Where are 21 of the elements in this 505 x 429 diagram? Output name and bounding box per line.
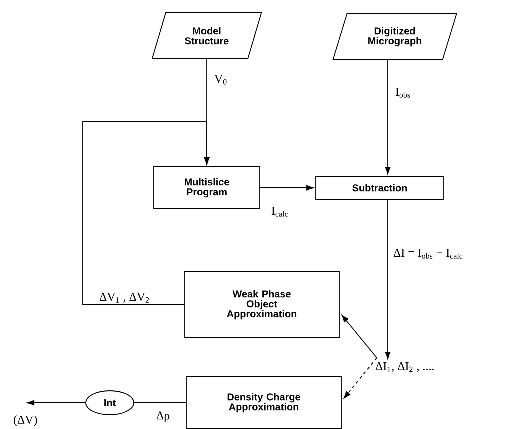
edge-label: V$_{0}$ xyxy=(214,75,227,85)
arrow xyxy=(27,400,86,406)
process-box: Subtraction xyxy=(316,176,444,200)
edge-label: I$_{obs}$ xyxy=(396,88,410,98)
process-box: Density Charge Approximation xyxy=(186,376,342,429)
signal-label: ΔI$_{1}$, ΔI$_{2}$ , .... xyxy=(376,362,434,372)
arrow xyxy=(82,122,210,306)
arrow xyxy=(385,200,391,360)
edge-label: (ΔV) xyxy=(14,416,38,426)
edge-label: ΔI = I$_{obs}$ − I$_{calc}$ xyxy=(394,249,463,259)
process-box: Multislice Program xyxy=(154,166,260,210)
arrow xyxy=(342,315,378,358)
edge-label: ΔV$_{1}$ , ΔV$_{2}$ xyxy=(100,293,150,303)
input-parallelogram: Digitized Micrograph xyxy=(332,14,458,60)
arrow xyxy=(260,185,314,191)
arrow xyxy=(344,358,378,399)
edge-label: I$_{calc}$ xyxy=(272,207,288,217)
process-box: Weak Phase Object Approximation xyxy=(184,272,340,338)
arrow xyxy=(385,60,391,174)
input-parallelogram: Model Structure xyxy=(152,12,262,60)
edge-label: Δρ xyxy=(156,412,170,422)
